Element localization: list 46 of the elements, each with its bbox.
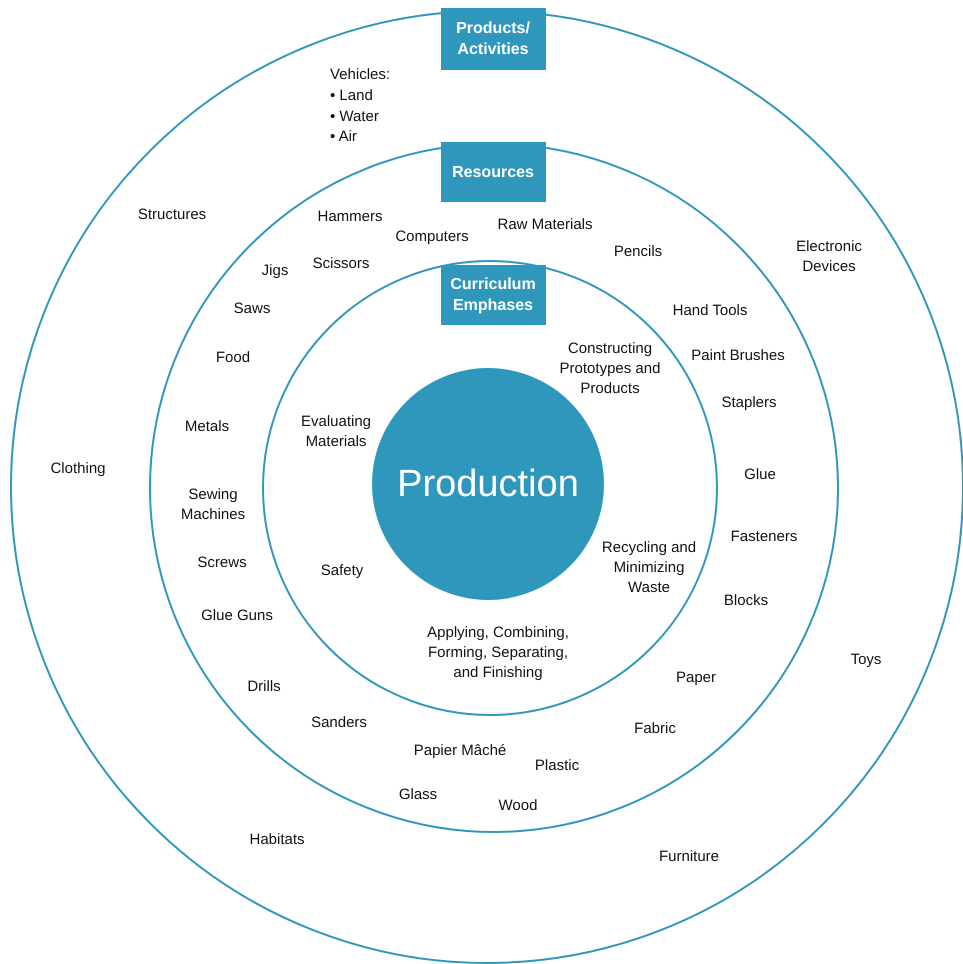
ring-label: Safety [320,561,364,581]
heading-tab: Curriculum Emphases [440,265,546,325]
center-title: Production [396,462,580,506]
ring-label: Structures [138,205,206,225]
ring-label: Fasteners [730,527,798,547]
ring-label: Wood [498,796,538,816]
ring-label: Paint Brushes [691,346,785,366]
ring-label: Clothing [50,459,106,479]
ring-label: Hammers [318,207,382,227]
ring-label: Glue Guns [201,606,273,626]
heading-tab: Products/ Activities [440,8,546,70]
ring-label: Screws [197,553,247,573]
ring-label: Blocks [724,591,768,611]
ring-label: Food [216,348,250,368]
ring-label: Metals [184,417,230,437]
ring-label: Plastic [534,756,580,776]
ring-label: Hand Tools [672,301,748,321]
ring-label: Drills [247,677,281,697]
ring-label: Glue [744,465,776,485]
ring-label: Pencils [614,242,662,262]
ring-label: Jigs [262,261,288,281]
ring-label: Papier Mâché [414,741,506,761]
ring-label: Constructing Prototypes and Products [558,339,662,399]
ring-label: Raw Materials [497,215,593,235]
ring-label: Sewing Machines [180,485,246,525]
ring-label: Paper [676,668,716,688]
ring-label: Saws [234,299,270,319]
ring-label: Furniture [658,847,720,867]
ring-label: Glass [398,785,438,805]
ring-label: Electronic Devices [795,237,863,277]
ring-label: Toys [850,650,882,670]
ring-label: Scissors [312,254,370,274]
ring-label: • Water [330,107,379,127]
ring-label: Vehicles: [330,65,390,85]
ring-label: • Land [330,86,373,106]
ring-label: Evaluating Materials [300,412,372,452]
heading-tab: Resources [440,142,546,202]
ring-circle [10,10,963,964]
ring-label: Habitats [249,830,305,850]
ring-label: Fabric [634,719,676,739]
ring-label: Sanders [311,713,367,733]
ring-label: • Air [330,127,357,147]
ring-label: Recycling and Minimizing Waste [600,538,698,598]
ring-label: Applying, Combining, Forming, Separating, and Finishing [426,623,570,683]
ring-label: Staplers [721,393,777,413]
ring-label: Computers [395,227,469,247]
